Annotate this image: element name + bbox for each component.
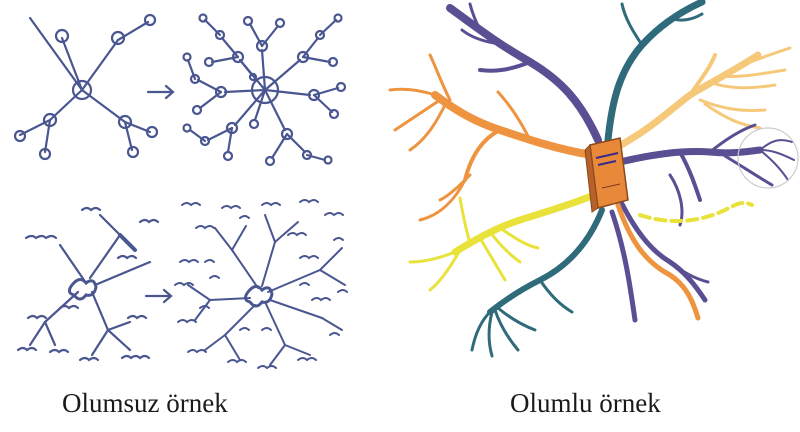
yellow-dashed-branch — [640, 203, 752, 221]
yellow-left-branch — [410, 195, 594, 290]
dense-scribble-mindmap-sketch — [175, 200, 347, 368]
purple-right-branch — [620, 125, 794, 300]
positive-example-caption: Olumlu örnek — [510, 388, 661, 419]
negative-example-sketches — [0, 0, 360, 380]
light-orange-branch — [612, 48, 790, 150]
positive-example-panel — [380, 0, 800, 380]
book-icon — [585, 138, 628, 212]
right-arrow-icon — [146, 290, 171, 302]
negative-example-caption: Olumsuz örnek — [62, 388, 228, 419]
right-arrow-icon — [148, 86, 173, 98]
negative-example-panel — [0, 0, 360, 380]
complex-mindmap-sketch — [184, 15, 346, 166]
orange-left-branch — [390, 55, 592, 220]
colorful-mindmap-illustration — [380, 0, 800, 380]
simple-mindmap-sketch — [15, 15, 157, 159]
scribble-mindmap-sketch — [18, 208, 158, 360]
purple-bottom-branch — [612, 212, 635, 320]
